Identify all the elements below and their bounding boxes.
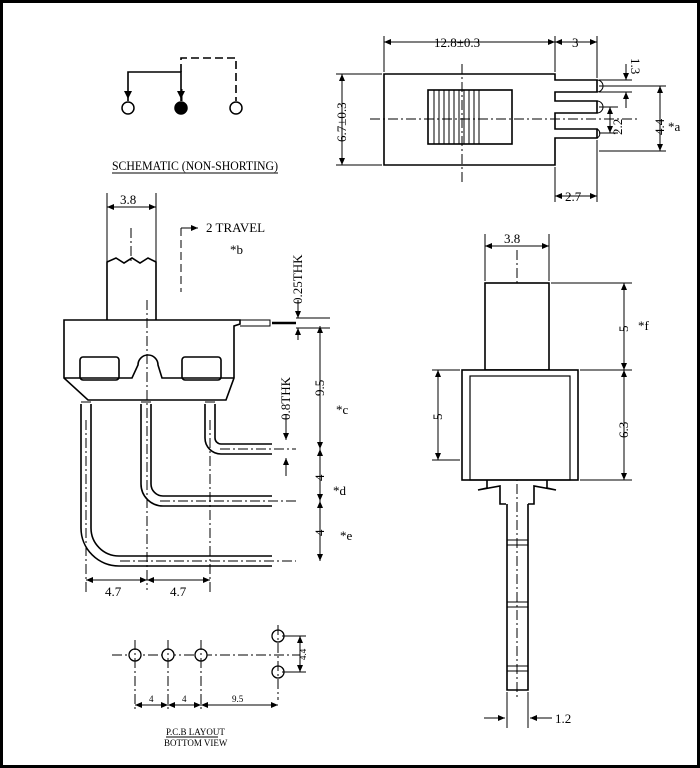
front-view-actuator-height-dim: 5: [616, 326, 631, 333]
side-view-note-c: *c: [336, 402, 349, 417]
front-view-window-dim: 5: [430, 414, 445, 421]
schematic-terminal-common: [174, 101, 188, 115]
top-view-length-dim: 12.8±0.3: [434, 35, 480, 50]
side-view-window-left: [79, 356, 120, 381]
pcb-layout-subtitle: BOTTOM VIEW: [164, 738, 228, 748]
side-view-offset-e-dim: 4: [312, 529, 327, 536]
side-view-note-b: *b: [230, 242, 243, 257]
top-view-slider: [427, 89, 513, 145]
top-view-spacing-dim: 2.2: [610, 119, 625, 135]
top-view-overhang-dim: 3: [572, 35, 579, 50]
pcb-layout-title: P.C.B LAYOUT: [166, 727, 225, 737]
top-view-pin-width-dim: 1.3: [628, 58, 643, 74]
front-view-body-height-dim: 6.3: [616, 422, 631, 438]
pcb-dim-3: 9.5: [232, 694, 244, 704]
side-view-note-d: *d: [333, 483, 347, 498]
front-view-actuator: [484, 282, 550, 371]
pcb-dim-4: 4.4: [298, 648, 308, 660]
top-view: 12.8±0.3 3 1.3 6.7±0.3 2.2 4.4 *a 2.7: [334, 35, 681, 204]
schematic-title: SCHEMATIC (NON-SHORTING): [112, 158, 278, 173]
front-view-note-f: *f: [638, 318, 650, 333]
side-view-travel-label: 2 TRAVEL: [206, 220, 265, 235]
top-view-total-dim: 4.4: [652, 118, 667, 135]
side-view-depth-dim: 9.5: [312, 380, 327, 396]
pcb-layout: 4 4 9.5 4.4 P.C.B LAYOUT BOTTOM VIEW: [112, 625, 308, 748]
schematic-terminal-right: [229, 101, 243, 115]
top-view-note-a: *a: [668, 119, 681, 134]
pcb-dim-1: 4: [149, 694, 154, 704]
side-view-window-right: [181, 356, 222, 381]
side-view-offset-d-dim: 4: [312, 474, 327, 481]
front-view-body: [461, 369, 579, 481]
side-view: 3.8 2 TRAVEL *b 0.25THK: [63, 192, 353, 599]
schematic: SCHEMATIC (NON-SHORTING): [112, 57, 278, 174]
side-view-note-e: *e: [340, 528, 353, 543]
side-view-thickness-dim: 0.25THK: [290, 254, 305, 304]
front-view-pin-width-dim: 1.2: [555, 711, 571, 726]
front-view-actuator-width-dim: 3.8: [504, 231, 520, 246]
side-view-actuator-width-dim: 3.8: [120, 192, 136, 207]
pcb-dim-2: 4: [182, 694, 187, 704]
top-view-height-dim: 6.7±0.3: [334, 102, 349, 142]
side-view-pitch-left-dim: 4.7: [105, 584, 122, 599]
side-view-pin-thk-dim: 0.8THK: [278, 376, 293, 420]
schematic-terminal-left: [121, 101, 135, 115]
side-view-pitch-right-dim: 4.7: [170, 584, 187, 599]
top-view-pin-length-dim: 2.7: [565, 189, 582, 204]
front-view: 3.8 5 5 *f 6.3 1.2: [430, 231, 650, 728]
